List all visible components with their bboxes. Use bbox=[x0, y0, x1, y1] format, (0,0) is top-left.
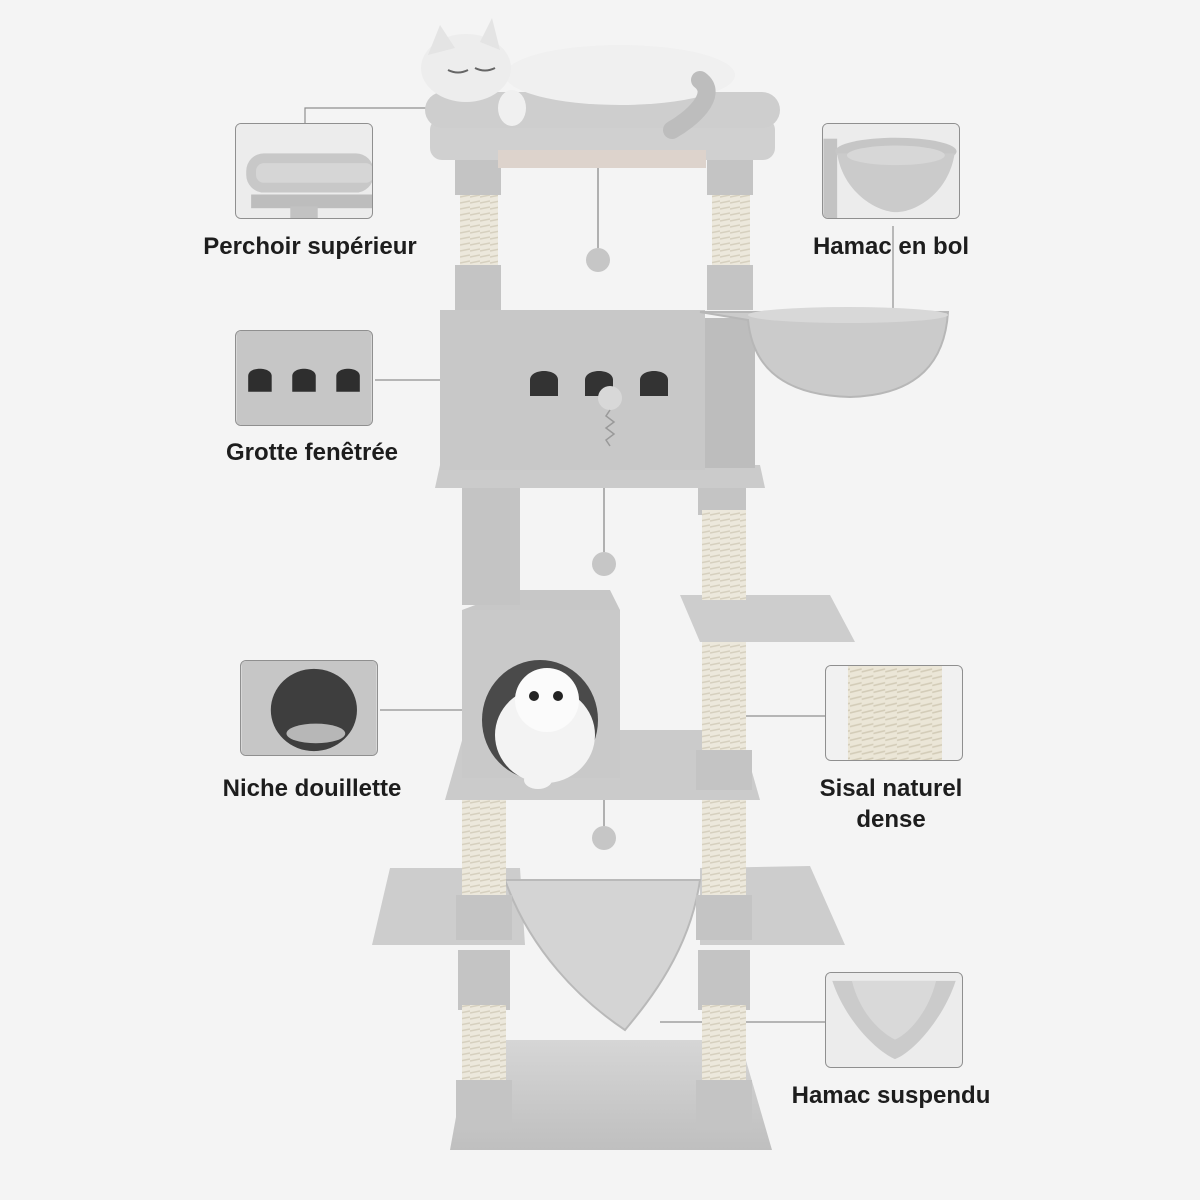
cozy-condo-label: Niche douillette bbox=[222, 775, 402, 802]
sleeping-cat-body bbox=[505, 45, 735, 105]
top-perch-icon bbox=[236, 124, 372, 218]
sisal-label-line2: dense bbox=[856, 806, 926, 833]
post-top-right-foot bbox=[707, 265, 753, 310]
top-perch-thumbnail bbox=[235, 123, 373, 219]
post-upper-left bbox=[462, 485, 520, 605]
hanging-hammock bbox=[503, 879, 702, 1032]
post-lower-left bbox=[462, 1005, 506, 1085]
bowl-hammock-icon bbox=[823, 124, 959, 218]
sisal-post-thumbnail bbox=[825, 665, 963, 761]
post-lower-right-cap bbox=[698, 950, 750, 1010]
top-perch-label: Perchoir supérieur bbox=[203, 233, 417, 260]
post-right-sisal-cap bbox=[696, 750, 752, 790]
pompom-middle bbox=[592, 552, 616, 576]
post-lower-left-cap bbox=[458, 950, 510, 1010]
cave-window-3 bbox=[640, 371, 668, 396]
post-mid-left-cap bbox=[456, 895, 512, 940]
window-cave-thumbnail bbox=[235, 330, 373, 426]
post-mid-right-cap bbox=[696, 895, 752, 940]
sleeping-cat-paw bbox=[498, 90, 526, 126]
spring-toy bbox=[598, 386, 622, 410]
cozy-condo-thumbnail bbox=[240, 660, 378, 756]
pompom-top bbox=[586, 248, 610, 272]
post-right-sisal bbox=[702, 640, 746, 750]
base-platform bbox=[450, 1040, 772, 1150]
cave-platform bbox=[435, 465, 765, 488]
sleeping-cat-tail bbox=[663, 71, 716, 139]
window-cave-label: Grotte fenêtrée bbox=[225, 439, 399, 466]
sisal-post-icon bbox=[826, 666, 962, 760]
hanging-hammock-thumbnail bbox=[825, 972, 963, 1068]
post-top-left-foot bbox=[455, 265, 501, 310]
sisal-label-line1: Sisal naturel bbox=[819, 775, 963, 802]
post-top-right bbox=[712, 195, 750, 267]
bowl-hammock-thumbnail bbox=[822, 123, 960, 219]
right-small-platform bbox=[680, 595, 855, 642]
hanging-hammock-icon bbox=[826, 973, 962, 1067]
sleeping-cat-head bbox=[421, 34, 511, 102]
post-top-left bbox=[460, 195, 498, 267]
post-lower-right bbox=[702, 1005, 746, 1085]
hanging-hammock-label: Hamac suspendu bbox=[791, 1082, 991, 1109]
leader-line-top-perch bbox=[304, 107, 430, 124]
post-upper-right bbox=[702, 510, 746, 600]
window-cave-icon bbox=[236, 331, 372, 425]
cave-window-1 bbox=[530, 371, 558, 396]
post-lower-left-foot bbox=[456, 1080, 512, 1130]
bowl-hammock-label: Hamac en bol bbox=[812, 233, 970, 260]
cat-in-condo-head bbox=[515, 668, 579, 732]
bowl-hammock bbox=[699, 311, 950, 399]
cozy-condo-icon bbox=[241, 661, 377, 755]
post-mid-right bbox=[702, 800, 746, 895]
post-lower-right-foot bbox=[696, 1080, 752, 1130]
pompom-lower bbox=[592, 826, 616, 850]
